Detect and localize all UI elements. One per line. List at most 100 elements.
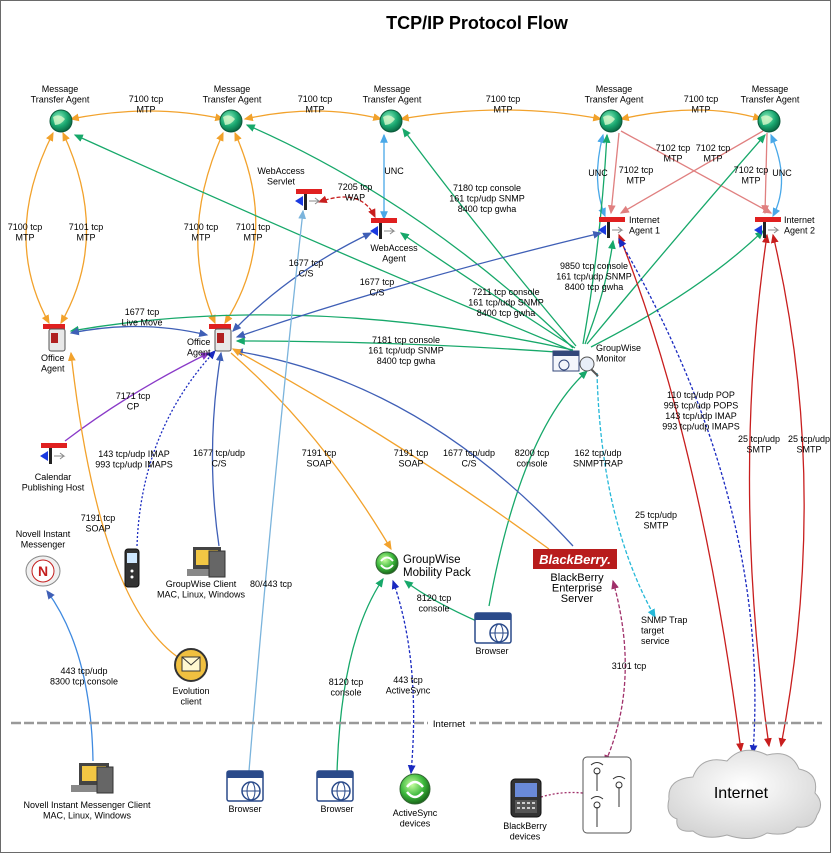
webaccess-servlet-icon[interactable]: [295, 189, 322, 210]
calendar-host-icon[interactable]: [40, 443, 67, 464]
mta3-label-line: Message: [374, 84, 411, 94]
label-soap-mob-line: 7191 tcp: [302, 448, 337, 458]
mta5-icon[interactable]: [757, 109, 781, 133]
bb-server-label-line: BlackBerry: [550, 572, 604, 584]
label-console-8200-line: 8200 tcp: [515, 448, 550, 458]
internet-agent2-icon[interactable]: [754, 217, 781, 238]
label-console-wa-line: 161 tcp/udp SNMP: [468, 298, 544, 308]
office-agent2-icon[interactable]: [209, 324, 232, 352]
link-mta2-mta3: [243, 110, 383, 122]
label-7102-c-line: 7102 tcp: [696, 143, 731, 153]
mta3-icon[interactable]: [379, 109, 403, 133]
link-7102-a: [607, 132, 620, 215]
gw-client-icon[interactable]: [187, 547, 226, 578]
nim-client-icon[interactable]: [71, 763, 114, 794]
mta4-icon[interactable]: [599, 109, 623, 133]
evolution-icon[interactable]: [174, 648, 208, 682]
label-console-ia-line: 161 tcp/udp SNMP: [556, 272, 632, 282]
label-pop-line: 110 tcp/udp POP: [667, 390, 735, 400]
label-soap-bb-line: SOAP: [398, 459, 423, 469]
label-console-mta3-line: 7180 tcp console: [453, 183, 521, 193]
webaccess-servlet-label-line: WebAccess: [257, 166, 305, 176]
label-oa1-b-line: 7101 tcp: [69, 222, 104, 232]
bb-devices-icon[interactable]: [510, 778, 542, 818]
browser-b1-label: Browser: [228, 804, 261, 814]
browser-b1-icon[interactable]: [226, 770, 264, 802]
link-bb-browser-mon: [488, 370, 588, 607]
label-unc-5-line: UNC: [772, 168, 792, 178]
label-oa1-a-line: 7100 tcp: [8, 222, 43, 232]
label-oa2-b-line: MTP: [244, 233, 263, 243]
internet-agent1-icon[interactable]: [598, 217, 625, 238]
link-live-move: [69, 325, 209, 337]
mta5-label-line: Message: [752, 84, 789, 94]
link-bb-cs: [233, 348, 574, 547]
label-mtp-3-4-line: MTP: [494, 105, 513, 115]
label-8120-a-line: console: [418, 604, 449, 614]
label-8120-b-line: 8120 tcp: [329, 677, 364, 687]
link-wap: [317, 195, 376, 219]
mta1-icon[interactable]: [49, 109, 73, 133]
bb-devices-label-line: BlackBerry: [503, 821, 547, 831]
link-imap-phone: [136, 350, 216, 547]
label-7102-a-line: MTP: [627, 176, 646, 186]
webaccess-agent-label-line: Agent: [382, 254, 406, 264]
label-imap-line: 143 tcp/udp IMAP: [98, 449, 170, 459]
label-oa1-a-line: MTP: [16, 233, 35, 243]
mta2-icon[interactable]: [219, 109, 243, 133]
label-8120-b-line: console: [330, 688, 361, 698]
node-icons: N BlackBerry.: [25, 109, 821, 839]
browser-mid-icon[interactable]: [474, 612, 512, 644]
label-mtp-1-2-line: MTP: [137, 105, 156, 115]
activesync-icon[interactable]: [399, 773, 431, 805]
browser-b2-icon[interactable]: [316, 770, 354, 802]
link-mta3-mta4: [399, 109, 603, 122]
office-agent1-icon[interactable]: [43, 324, 66, 352]
groupwise-monitor-icon[interactable]: [552, 350, 599, 377]
link-pop: [618, 237, 758, 755]
internet-cloud-label: Internet: [714, 785, 769, 802]
gw-client-label-line: MAC, Linux, Windows: [157, 590, 246, 600]
mobile-phone-icon[interactable]: [124, 548, 140, 588]
link-mta1-oa1-b: [60, 131, 88, 325]
office-agent1-label-line: Office: [41, 353, 64, 363]
link-smtp-ia1: [618, 233, 744, 753]
svg-text:N: N: [38, 563, 48, 579]
label-snmptrap-line: 162 tcp/udp: [574, 448, 621, 458]
label-pop-line: 995 tcp/udp POPS: [664, 401, 739, 411]
label-unc-4: UNC: [588, 168, 608, 178]
label-mtp-3-4-line: 7100 tcp: [486, 94, 521, 104]
label-7102-b-line: MTP: [664, 154, 683, 164]
novell-im-icon[interactable]: N: [25, 555, 61, 587]
label-console-wa-line: 8400 tcp gwha: [477, 308, 536, 318]
label-bb-cs-line: C/S: [461, 459, 476, 469]
label-cs-wa-line: 1677 tcp: [289, 258, 324, 268]
label-unc-4-line: UNC: [588, 168, 608, 178]
mobility-pack-icon[interactable]: [375, 551, 399, 575]
snmp-target-label-line: target: [641, 626, 665, 636]
link-browser-servlet: [248, 209, 307, 772]
activesync-label-line: ActiveSync: [393, 808, 438, 818]
label-7102-a-line: 7102 tcp: [619, 165, 654, 175]
internet-agent1-label-line: Internet: [629, 215, 660, 225]
link-nim: [46, 589, 94, 762]
webaccess-agent-icon[interactable]: [370, 218, 397, 239]
browser-mid-label: Browser: [475, 646, 508, 656]
bb-server-label-line: Server: [561, 593, 594, 605]
label-client-cs-line: C/S: [211, 459, 226, 469]
diagram-title: TCP/IP Protocol Flow: [386, 13, 569, 33]
